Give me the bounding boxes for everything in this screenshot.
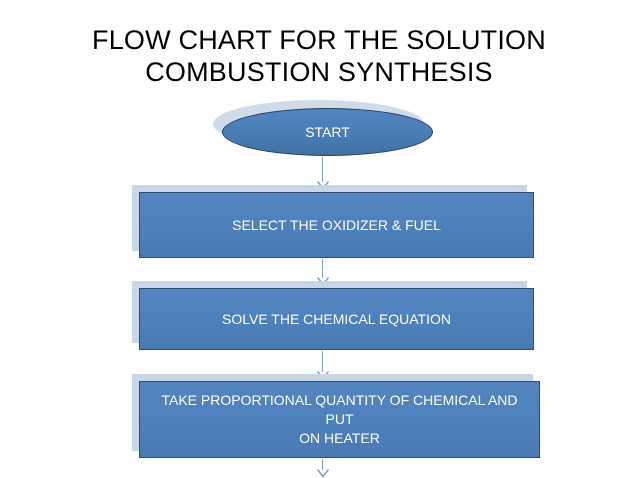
connector-line [322, 459, 323, 470]
flow-node-take-proportional-quantity-label: TAKE PROPORTIONAL QUANTITY OF CHEMICAL A… [139, 381, 540, 458]
connector-line [322, 259, 323, 278]
flow-node-start[interactable]: START [213, 100, 433, 156]
flow-node-select-oxidizer-fuel[interactable]: SELECT THE OXIDIZER & FUEL [132, 185, 534, 258]
flow-node-solve-chemical-equation[interactable]: SOLVE THE CHEMICAL EQUATION [132, 281, 534, 350]
connector-take-to-next [316, 459, 330, 478]
flow-node-solve-chemical-equation-label: SOLVE THE CHEMICAL EQUATION [139, 288, 534, 350]
connector-line [322, 157, 323, 182]
flow-node-select-oxidizer-fuel-label: SELECT THE OXIDIZER & FUEL [139, 192, 534, 258]
flow-node-start-label: START [222, 108, 433, 156]
arrowhead-down-icon [317, 469, 329, 478]
connector-line [322, 351, 323, 372]
flow-node-take-proportional-quantity[interactable]: TAKE PROPORTIONAL QUANTITY OF CHEMICAL A… [132, 374, 540, 458]
page-title: FLOW CHART FOR THE SOLUTION COMBUSTION S… [92, 25, 546, 87]
